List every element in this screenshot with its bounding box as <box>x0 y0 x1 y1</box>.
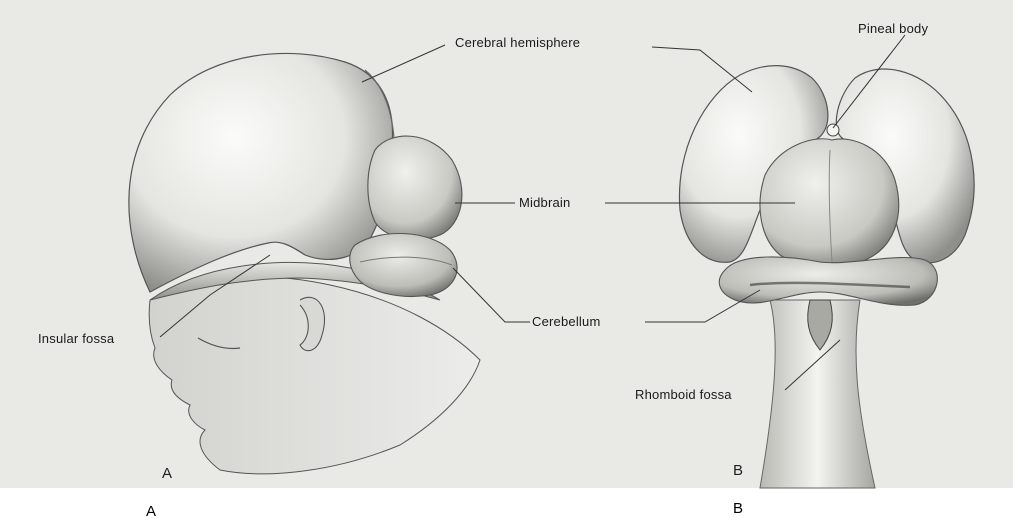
label-cerebral-hemisphere: Cerebral hemisphere <box>455 35 580 50</box>
pineal-body-b <box>827 124 839 136</box>
caption-b: B <box>733 500 743 517</box>
label-rhomboid-fossa: Rhomboid fossa <box>635 387 732 402</box>
midbrain-a <box>368 136 462 240</box>
panel-label-a: A <box>162 465 172 482</box>
panel-label-b: B <box>733 462 743 479</box>
cerebellum-b <box>719 257 937 305</box>
caption-a: A <box>146 503 156 520</box>
label-pineal-body: Pineal body <box>858 21 928 36</box>
label-midbrain: Midbrain <box>519 195 570 210</box>
label-cerebellum: Cerebellum <box>532 314 600 329</box>
label-insular-fossa: Insular fossa <box>38 331 114 346</box>
cerebellum-a <box>350 234 457 297</box>
